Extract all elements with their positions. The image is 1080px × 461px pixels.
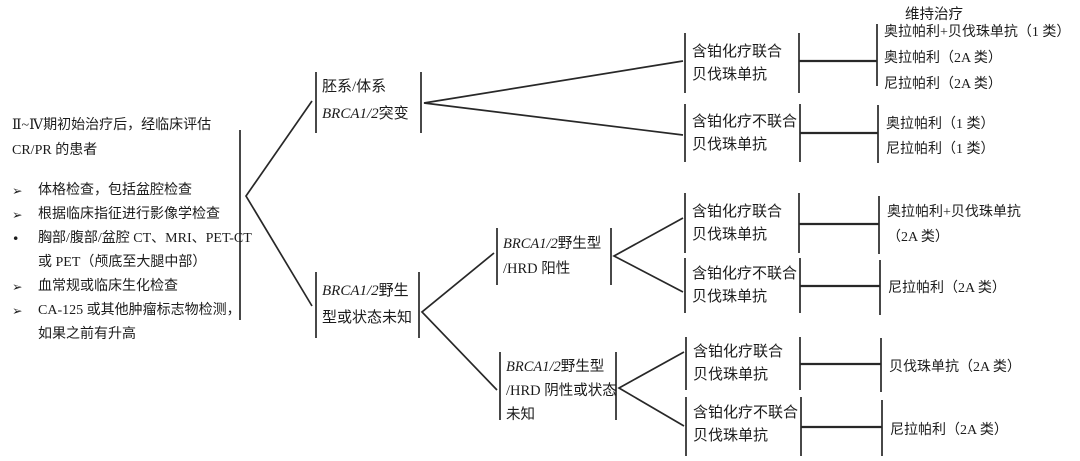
patient-criteria-box: Ⅱ~Ⅳ期初始治疗后，经临床评估 CR/PR 的患者 ➢ 体格检查，包括盆腔检查 … <box>12 113 252 347</box>
node-text: /HRD 阴性或状态 <box>506 383 617 399</box>
checklist-item-ca125: ➢ CA-125 或其他肿瘤标志物检测， 如果之前有升高 <box>12 299 252 347</box>
outcome-option: 尼拉帕利（2A 类） <box>884 77 1002 92</box>
patient-intro-line-2: CR/PR 的患者 <box>12 143 98 158</box>
outcome-option: 奥拉帕利+贝伐珠单抗（1 类） <box>884 25 1071 40</box>
node-text: 未知 <box>506 407 535 423</box>
outcome-group-mutation-without-bev: 奥拉帕利（1 类） 尼拉帕利（1 类） <box>886 112 995 162</box>
outcome-group-hrd-neg-without-bev: 尼拉帕利（2A 类） <box>890 419 1008 439</box>
checklist-item-physical-exam: ➢ 体格检查，包括盆腔检查 <box>12 179 252 203</box>
checklist-item-text: 胸部/腹部/盆腔 CT、MRI、PET-CT <box>38 231 252 246</box>
chemo-node-hrd-pos-without-bev: 含铂化疗不联合 贝伐珠单抗 <box>692 263 797 309</box>
node-hrd-negative-or-unknown: BRCA1/2野生型 /HRD 阴性或状态 未知 <box>506 355 617 427</box>
hrd-negative-node-lines <box>499 351 685 427</box>
chemo-text: 贝伐珠单抗 <box>692 227 768 243</box>
checklist-item-text: 根据临床指征进行影像学检查 <box>38 207 220 222</box>
outcome-option: 贝伐珠单抗（2A 类） <box>889 360 1021 375</box>
outcome-group-hrd-pos-without-bev: 尼拉帕利（2A 类） <box>888 277 1006 297</box>
node-hrd-positive: BRCA1/2野生型 /HRD 阳性 <box>503 232 601 282</box>
checklist-item-imaging: ➢ 根据临床指征进行影像学检查 <box>12 203 252 227</box>
chemo-text: 含铂化疗不联合 <box>693 405 799 421</box>
chemo-text: 贝伐珠单抗 <box>692 67 768 83</box>
checklist-item-ct-mri-pet: • 胸部/腹部/盆腔 CT、MRI、PET-CT 或 PET（颅底至大腿中部） <box>12 227 252 275</box>
node-brca-wildtype-or-unknown: BRCA1/2野生 型或状态未知 <box>322 278 412 332</box>
outcome-option: 尼拉帕利（1 类） <box>886 142 995 157</box>
hrd-neg-chemo-with-bev-lines <box>685 337 882 392</box>
dot-bullet-icon: • <box>12 231 20 246</box>
node-text: 型或状态未知 <box>322 310 413 326</box>
root-branch-lines <box>239 100 313 320</box>
outcome-option: （2A 类） <box>887 230 949 245</box>
chemo-text: 含铂化疗联合 <box>692 44 783 60</box>
gene-name: BRCA1/2 <box>322 106 379 122</box>
hrd-positive-node-lines <box>496 217 684 293</box>
chemo-text: 含铂化疗联合 <box>693 344 784 360</box>
node-text: 胚系/体系 <box>322 79 387 95</box>
chemo-node-hrd-pos-with-bev: 含铂化疗联合 贝伐珠单抗 <box>692 201 782 247</box>
checklist-item-blood-tests: ➢ 血常规或临床生化检查 <box>12 275 252 299</box>
node-text-suffix: 野生型 <box>557 236 602 252</box>
chemo-text: 含铂化疗不联合 <box>692 114 798 130</box>
node-text: BRCA1/2野生型 <box>506 355 617 379</box>
checklist-item-text: 或 PET（颅底至大腿中部） <box>38 255 207 270</box>
chemo-node-mutation-without-bev: 含铂化疗不联合 贝伐珠单抗 <box>692 111 797 157</box>
gene-name: BRCA1/2 <box>503 236 558 252</box>
wildtype-node-lines <box>315 252 498 391</box>
chemo-text: 贝伐珠单抗 <box>692 289 768 305</box>
node-brca-mutation: 胚系/体系 BRCA1/2突变 <box>322 74 409 128</box>
node-text: BRCA1/2野生型 <box>503 232 601 257</box>
outcome-option: 奥拉帕利+贝伐珠单抗 <box>887 205 1021 220</box>
chemo-text: 贝伐珠单抗 <box>693 428 769 444</box>
maintenance-therapy-title: 维持治疗 <box>905 7 963 23</box>
arrow-bullet-icon: ➢ <box>12 183 23 198</box>
hrd-pos-chemo-with-bev-lines <box>684 193 880 254</box>
chemo-node-hrd-neg-with-bev: 含铂化疗联合 贝伐珠单抗 <box>693 341 783 387</box>
outcome-group-mutation-with-bev: 奥拉帕利+贝伐珠单抗（1 类） 奥拉帕利（2A 类） 尼拉帕利（2A 类） <box>884 20 1070 98</box>
chemo-text: 含铂化疗联合 <box>692 204 783 220</box>
node-text: /HRD 阳性 <box>503 261 571 277</box>
node-text: BRCA1/2突变 <box>322 101 409 128</box>
chemo-node-hrd-neg-without-bev: 含铂化疗不联合 贝伐珠单抗 <box>693 402 798 448</box>
hrd-neg-chemo-without-bev-lines <box>685 397 883 456</box>
node-text: BRCA1/2野生 <box>322 278 412 305</box>
checklist-item-text: 如果之前有升高 <box>38 327 136 342</box>
gene-name: BRCA1/2 <box>322 283 379 299</box>
patient-checklist: ➢ 体格检查，包括盆腔检查 ➢ 根据临床指征进行影像学检查 • 胸部/腹部/盆腔… <box>12 179 252 347</box>
node-text-suffix: 野生型 <box>560 359 605 375</box>
outcome-option: 奥拉帕利（2A 类） <box>884 51 1002 66</box>
checklist-item-text: CA-125 或其他肿瘤标志物检测， <box>38 303 241 318</box>
checklist-item-text: 体格检查，包括盆腔检查 <box>38 183 192 198</box>
outcome-option: 尼拉帕利（2A 类） <box>890 423 1008 438</box>
arrow-bullet-icon: ➢ <box>12 303 23 318</box>
chemo-text: 贝伐珠单抗 <box>692 137 768 153</box>
node-text-suffix: 突变 <box>378 106 409 122</box>
mutation-chemo-with-bev-lines <box>684 24 878 93</box>
chemo-node-mutation-with-bev: 含铂化疗联合 贝伐珠单抗 <box>692 41 782 87</box>
checklist-item-text: 血常规或临床生化检查 <box>38 279 178 294</box>
patient-intro-line-1: Ⅱ~Ⅳ期初始治疗后，经临床评估 <box>12 118 212 133</box>
chemo-text: 贝伐珠单抗 <box>693 367 769 383</box>
hrd-pos-chemo-without-bev-lines <box>684 258 881 315</box>
node-text-suffix: 野生 <box>378 283 409 299</box>
mutation-chemo-without-bev-lines <box>684 104 879 163</box>
gene-name: BRCA1/2 <box>506 359 561 375</box>
outcome-group-hrd-neg-with-bev: 贝伐珠单抗（2A 类） <box>889 356 1021 376</box>
chemo-text: 含铂化疗不联合 <box>692 266 798 282</box>
outcome-group-hrd-pos-with-bev: 奥拉帕利+贝伐珠单抗 （2A 类） <box>887 200 1021 250</box>
patient-intro: Ⅱ~Ⅳ期初始治疗后，经临床评估 CR/PR 的患者 <box>12 113 252 163</box>
arrow-bullet-icon: ➢ <box>12 279 23 294</box>
mutation-node-lines <box>315 60 684 136</box>
outcome-option: 尼拉帕利（2A 类） <box>888 281 1006 296</box>
arrow-bullet-icon: ➢ <box>12 207 23 222</box>
outcome-option: 奥拉帕利（1 类） <box>886 117 995 132</box>
